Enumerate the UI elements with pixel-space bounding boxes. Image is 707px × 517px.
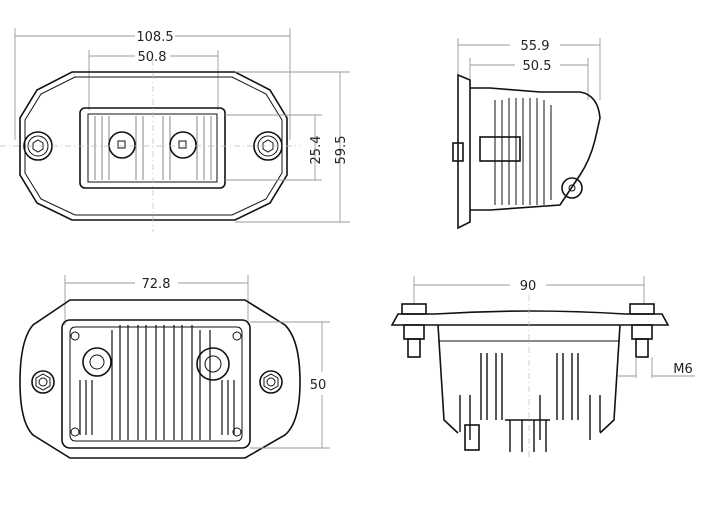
dim-cutout-width: 72.8 bbox=[142, 277, 171, 292]
dim-height-overall: 59.5 bbox=[334, 136, 349, 165]
dim-bolt-spacing: 90 bbox=[520, 279, 537, 294]
dim-lens-height: 25.4 bbox=[309, 136, 324, 165]
thread-label: M6 bbox=[673, 362, 693, 377]
rear-view: 72.8 50 bbox=[19, 275, 330, 459]
nut-left-icon bbox=[31, 370, 55, 394]
dim-cutout-height: 50 bbox=[310, 378, 327, 393]
bottom-view: 90 M6 bbox=[390, 276, 695, 460]
dim-lens-width: 50.8 bbox=[138, 50, 167, 65]
front-view: 108.5 50.8 25.4 59.5 bbox=[0, 28, 350, 232]
side-view: 55.9 50.5 bbox=[452, 38, 601, 230]
nut-right-icon bbox=[259, 370, 283, 394]
dim-depth-body: 50.5 bbox=[523, 59, 552, 74]
dim-width-overall: 108.5 bbox=[136, 30, 173, 45]
dim-depth-overall: 55.9 bbox=[521, 39, 550, 54]
